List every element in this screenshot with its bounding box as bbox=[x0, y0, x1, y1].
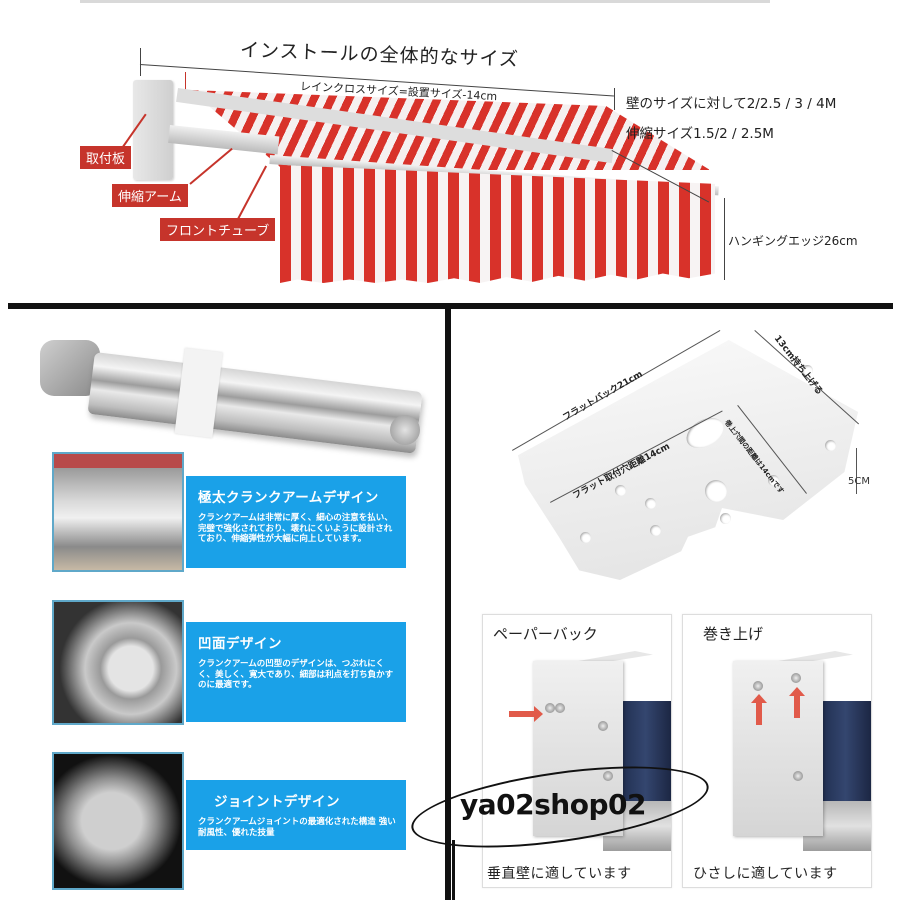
feature-card-thick-crank-arm: 極太クランクアームデザイン クランクアームは非常に厚く、細心の注意を払い、完璧で… bbox=[186, 476, 406, 568]
awning-valance bbox=[280, 165, 715, 283]
mount-title: ペーパーバック bbox=[493, 625, 598, 643]
bracket-hole bbox=[705, 480, 727, 502]
bracket-hole bbox=[615, 485, 626, 496]
feature-body: クランクアームの凹型のデザインは、つぶれにくく、美しく、寛大であり、細部は利点を… bbox=[198, 659, 394, 691]
vertical-divider bbox=[445, 306, 451, 900]
arm-elbow-joint bbox=[390, 415, 420, 445]
height-dimension-line bbox=[856, 448, 857, 494]
bolt bbox=[793, 771, 803, 781]
bracket-plate bbox=[533, 661, 623, 836]
top-divider bbox=[80, 0, 770, 3]
thick-crank-arm-photo bbox=[52, 452, 184, 572]
bracket-hole bbox=[720, 513, 731, 524]
watermark-tail bbox=[452, 840, 455, 900]
feature-body: クランクアームジョイントの最適化された構造 強い耐風性、優れた技量 bbox=[198, 817, 396, 838]
bolt bbox=[753, 681, 763, 691]
feature-body: クランクアームは非常に厚く、細心の注意を払い、完璧で強化されており、壊れにくいよ… bbox=[198, 513, 393, 545]
rain-cloth-tick bbox=[185, 72, 186, 102]
bracket-hole bbox=[802, 365, 813, 376]
bracket-hole bbox=[825, 440, 836, 451]
feature-card-joint-design: ジョイントデザイン クランクアームジョイントの最適化された構造 強い耐風性、優れ… bbox=[186, 780, 406, 850]
mount-card-wall: ペーパーバック 垂直壁に適しています bbox=[482, 614, 672, 888]
bolt bbox=[791, 673, 801, 683]
bracket-hole bbox=[580, 532, 591, 543]
wall-size-label: 壁のサイズに対して2/2.5 / 3 / 4M bbox=[626, 96, 837, 112]
bolt bbox=[603, 771, 613, 781]
front-tube-label: フロントチューブ bbox=[160, 218, 276, 241]
hanging-edge-label: ハンギングエッジ26cm bbox=[728, 234, 858, 248]
bracket-hole bbox=[645, 498, 656, 509]
watermark-text: ya02shop02 bbox=[460, 788, 646, 821]
extension-arm-pointer bbox=[189, 147, 233, 185]
mount-caption: ひさしに適しています bbox=[693, 866, 838, 882]
mounting-plate-label: 取付板 bbox=[80, 146, 132, 169]
red-arrow-right-icon bbox=[509, 706, 543, 722]
extension-size-label: 伸縮サイズ1.5/2 / 2.5M bbox=[626, 126, 774, 142]
arm-body bbox=[87, 352, 423, 454]
mount-card-eaves: 巻き上げ ひさしに適しています bbox=[682, 614, 872, 888]
bracket-hole bbox=[650, 525, 661, 536]
bracket-hole bbox=[768, 475, 779, 486]
hanging-edge-dimension-line bbox=[724, 198, 725, 280]
concave-design-photo bbox=[52, 600, 184, 725]
red-arrow-up-icon bbox=[751, 694, 767, 725]
red-arrow-up-icon bbox=[789, 687, 805, 718]
bolt bbox=[555, 703, 565, 713]
overall-size-title: インストールの全体的なサイズ bbox=[239, 39, 520, 71]
joint-design-photo bbox=[52, 752, 184, 890]
extension-arm-label: 伸縮アーム bbox=[112, 184, 188, 207]
mounting-plate-graphic bbox=[133, 80, 173, 180]
mount-caption: 垂直壁に適しています bbox=[487, 866, 632, 882]
wall-mount-photo bbox=[503, 651, 671, 851]
dimension-tick-right bbox=[614, 88, 615, 110]
bracket-plate bbox=[733, 661, 823, 836]
feature-title: 極太クランクアームデザイン bbox=[198, 490, 379, 506]
feature-title: 凹面デザイン bbox=[198, 636, 282, 652]
bracket-photo: フラットバック21cm 13cm持ち上げる フラット取付穴距離14cm 巻上穴間… bbox=[500, 320, 880, 590]
dimension-tick-left bbox=[140, 48, 141, 76]
height-label: 5CM bbox=[848, 476, 870, 487]
bolt bbox=[545, 703, 555, 713]
feature-title: ジョイントデザイン bbox=[214, 794, 340, 810]
folding-arm-photo bbox=[35, 330, 425, 454]
mount-title: 巻き上げ bbox=[703, 625, 764, 643]
bolt bbox=[598, 721, 608, 731]
eaves-mount-photo bbox=[703, 651, 871, 851]
feature-card-concave-design: 凹面デザイン クランクアームの凹型のデザインは、つぶれにくく、美しく、寛大であり… bbox=[186, 622, 406, 722]
front-tube-pointer bbox=[237, 165, 268, 220]
